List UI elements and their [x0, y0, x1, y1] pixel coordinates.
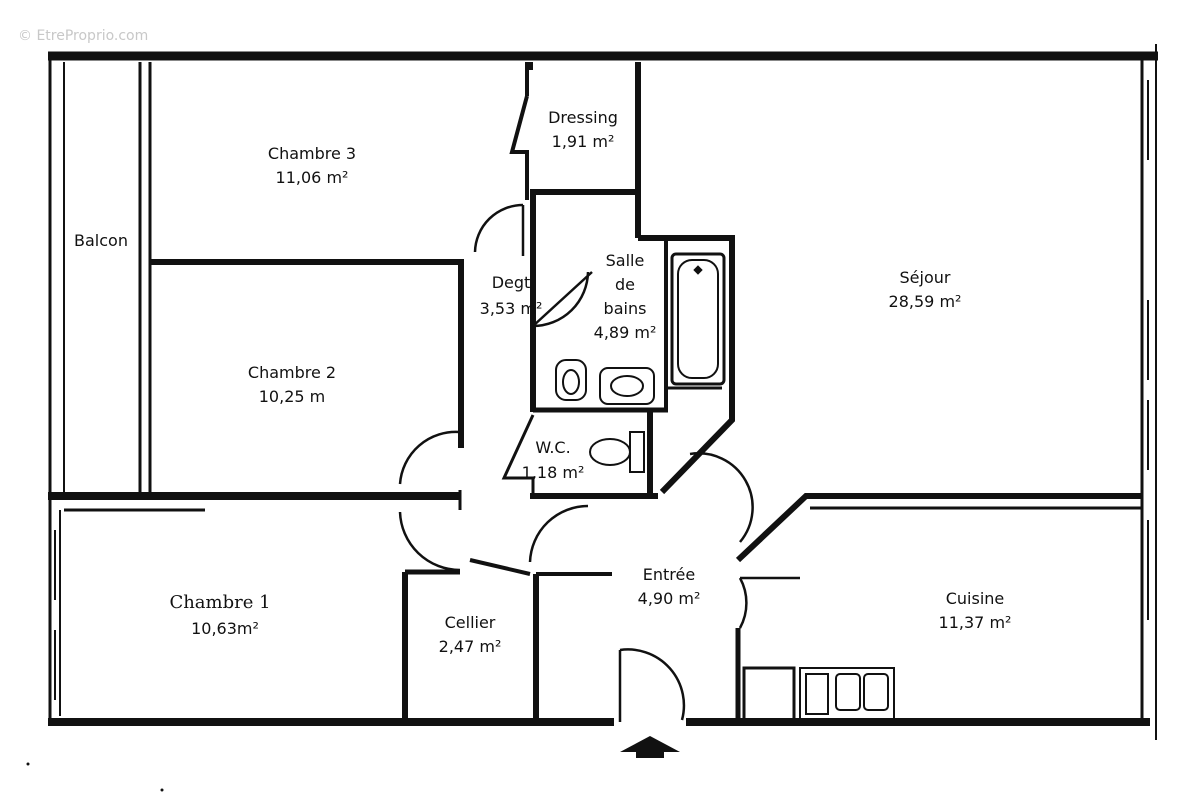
room-name-entree: Entrée — [643, 565, 695, 584]
bathtub — [670, 252, 726, 386]
room-area-chambre3: 11,06 m² — [276, 168, 349, 187]
watermark: © EtreProprio.com — [18, 28, 148, 44]
room-area-cuisine: 11,37 m² — [939, 613, 1012, 632]
room-area-sdb: 4,89 m² — [594, 323, 657, 342]
room-name-degt: Degt — [492, 273, 531, 292]
room-name-sdb-line3: bains — [604, 299, 647, 318]
room-name-dressing: Dressing — [548, 108, 618, 127]
room-area-sejour: 28,59 m² — [889, 292, 962, 311]
room-name-cuisine: Cuisine — [946, 589, 1005, 608]
bathroom-sinks — [555, 359, 655, 405]
room-name-chambre2: Chambre 2 — [248, 363, 336, 382]
room-name-sejour: Séjour — [900, 268, 951, 287]
room-area-entree: 4,90 m² — [638, 589, 701, 608]
room-area-chambre2: 10,25 m — [259, 387, 325, 406]
room-name-sdb-line2: de — [615, 275, 635, 294]
room-name-chambre3: Chambre 3 — [268, 144, 356, 163]
room-name-wc: W.C. — [535, 438, 570, 457]
interior-walls — [48, 62, 1142, 722]
room-name-chambre1: Chambre 1 — [169, 592, 270, 613]
room-name-cellier: Cellier — [445, 613, 496, 632]
toilet-icon — [589, 431, 645, 473]
room-area-dressing: 1,91 m² — [552, 132, 615, 151]
room-area-cellier: 2,47 m² — [439, 637, 502, 656]
room-name-sdb-line1: Salle — [606, 251, 645, 270]
entrance-arrow-icon — [620, 736, 680, 758]
room-name-balcon: Balcon — [74, 231, 128, 250]
door-swings — [398, 203, 800, 722]
kitchen-sink — [799, 667, 895, 721]
balcony-wall — [138, 62, 152, 492]
room-area-wc: 1,18 m² — [522, 463, 585, 482]
room-area-degt: 3,53 m² — [480, 299, 543, 318]
exterior-walls — [48, 44, 1158, 740]
room-area-chambre1: 10,63m² — [191, 619, 259, 638]
